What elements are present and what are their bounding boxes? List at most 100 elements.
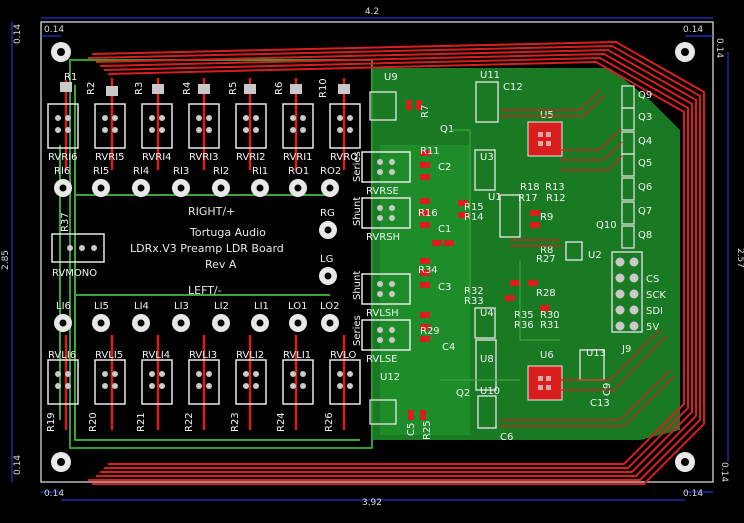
ldr-label-rvri6: RVRI6: [48, 152, 78, 163]
jack-lg: LG: [320, 254, 333, 265]
title-board: LDRx.V3 Preamp LDR Board: [130, 242, 284, 255]
jack-li6: LI6: [56, 301, 71, 312]
ref-u12: U12: [380, 372, 400, 383]
label-shunt-bottom: Shunt: [352, 271, 363, 300]
jack-ri2: RI2: [213, 166, 229, 177]
qfn-u6: [527, 365, 563, 401]
ldr-label-rvri5: RVRI5: [95, 152, 125, 163]
ref-r24: R24: [276, 412, 287, 432]
ref-r11: R11: [420, 146, 440, 157]
ref-r37: R37: [60, 212, 71, 232]
ldr-label-rvli1: RVLI1: [283, 350, 311, 361]
jack-rg: RG: [320, 208, 335, 219]
jack-ri6: RI6: [54, 166, 70, 177]
ref-r7: R7: [420, 105, 431, 118]
jack-li1: LI1: [254, 301, 269, 312]
ldr-label-rvri4: RVRI4: [142, 152, 172, 163]
conn-q5: Q5: [638, 158, 652, 169]
ref-r8: R8: [540, 245, 553, 256]
ref-r9: R9: [540, 212, 553, 223]
jack-lo2: LO2: [320, 301, 339, 312]
qfn-pads: [538, 132, 551, 390]
ref-r13: R13: [545, 182, 565, 193]
ref-r15: R15: [464, 202, 484, 213]
ref-r16: R16: [418, 208, 438, 219]
ref-r29: R29: [420, 326, 440, 337]
ref-q10: Q10: [596, 220, 617, 231]
ref-r6: R6: [274, 82, 285, 95]
ref-c3: C3: [438, 282, 451, 293]
label-shunt-top: Shunt: [352, 197, 363, 226]
dim-margin-tr: 0.14: [683, 25, 703, 35]
dim-height-right: 2.57: [735, 248, 744, 268]
ldr-label-rvli2: RVLI2: [236, 350, 264, 361]
ref-q2: Q2: [456, 388, 470, 399]
ref-r23: R23: [230, 412, 241, 432]
title-rev: Rev A: [205, 258, 237, 271]
ldr-label-rvli5: RVLI5: [95, 350, 123, 361]
jack-li2: LI2: [214, 301, 229, 312]
ldr-label-rvro: RVRO: [330, 152, 358, 163]
outer-traces: [87, 40, 705, 485]
dim-margin-br: 0.14: [683, 489, 703, 499]
j9-pin-cs: CS: [646, 274, 659, 285]
ref-q1: Q1: [440, 124, 454, 135]
ref-r18: R18: [520, 182, 540, 193]
j9-pin-sdi: SDI: [646, 306, 663, 317]
ref-u3: U3: [480, 152, 494, 163]
ref-u10: U10: [480, 386, 500, 397]
ref-u8: U8: [480, 354, 494, 365]
ref-r27: R27: [536, 254, 556, 265]
ref-r36: R36: [514, 320, 534, 331]
ref-r30: R30: [540, 310, 560, 321]
ref-r2: R2: [86, 82, 97, 95]
mounting-holes: [51, 42, 695, 472]
ref-r5: R5: [228, 82, 239, 95]
dim-width-inner: 3.92: [362, 498, 382, 508]
label-rvrsh: RVRSH: [366, 232, 400, 243]
ref-r33: R33: [464, 296, 484, 307]
ref-u2: U2: [588, 250, 602, 261]
dim-width-total: 4.2: [365, 7, 379, 17]
dim-margin-tl: 0.14: [44, 25, 64, 35]
ref-r14: R14: [464, 212, 484, 223]
ldr-label-rvri2: RVRI2: [236, 152, 266, 163]
ref-c12: C12: [503, 82, 523, 93]
ref-r35: R35: [514, 310, 534, 321]
label-rvlse: RVLSE: [366, 354, 397, 365]
j9-pins: [615, 257, 639, 331]
jack-ri5: RI5: [93, 166, 109, 177]
dim-margin-br-v: 0.14: [719, 462, 729, 482]
left-ldr-sockets: [47, 359, 361, 405]
ref-r34: R34: [418, 265, 438, 276]
jack-li3: LI3: [174, 301, 189, 312]
conn-q7: Q7: [638, 206, 652, 217]
right-ldr-pads: [55, 115, 353, 133]
ref-c6: C6: [500, 432, 513, 443]
dimension-lines: [11, 17, 729, 501]
label-rvmono: RVMONO: [52, 268, 97, 279]
shunt-series-sockets: [361, 151, 411, 351]
ref-r10: R10: [318, 78, 329, 98]
ref-r31: R31: [540, 320, 560, 331]
ref-u11: U11: [480, 70, 500, 81]
jack-ri3: RI3: [173, 166, 189, 177]
bottom-vertical-traces: [64, 335, 346, 430]
right-ldr-sockets: [47, 103, 361, 149]
ref-r17: R17: [518, 193, 538, 204]
conn-q3: Q3: [638, 112, 652, 123]
dim-margin-bl: 0.14: [44, 489, 64, 499]
right-transistor-column: [621, 85, 635, 249]
top-resistor-row: [60, 82, 350, 96]
conn-q4: Q4: [638, 136, 652, 147]
conn-q8: Q8: [638, 230, 652, 241]
title-company: Tortuga Audio: [189, 226, 266, 239]
jack-li4: LI4: [134, 301, 149, 312]
ldr-label-rvri3: RVRI3: [189, 152, 219, 163]
ref-r19: R19: [46, 412, 57, 432]
jack-ri1: RI1: [252, 166, 268, 177]
ref-r1: R1: [64, 72, 77, 83]
j9-pin-sck: SCK: [646, 290, 666, 301]
ref-u9: U9: [384, 72, 398, 83]
